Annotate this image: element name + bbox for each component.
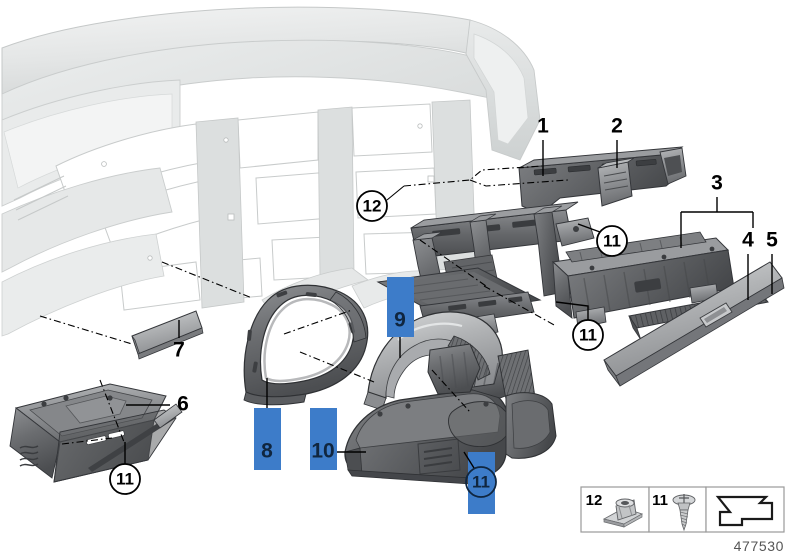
drawing-id-label: 477530 bbox=[734, 538, 784, 554]
callout-label-10: 10 bbox=[311, 440, 334, 463]
callout-label-5: 5 bbox=[766, 229, 778, 252]
leader-11d bbox=[463, 451, 475, 469]
part-3-glovebox-assembly bbox=[551, 231, 735, 329]
leader-ghost-7 bbox=[39, 315, 133, 345]
callout-label-8: 8 bbox=[261, 440, 273, 463]
part-5-glovebox-lid-trim bbox=[603, 261, 785, 387]
callout-label-6: 6 bbox=[177, 393, 189, 416]
leader-12-c bbox=[469, 179, 569, 187]
callout-label-11c: 11 bbox=[116, 469, 134, 488]
callout-label-3: 3 bbox=[711, 172, 723, 195]
callout-circle-11b: 11 bbox=[572, 319, 604, 351]
bent-arrow-icon bbox=[715, 495, 774, 527]
leader-ghost-8 bbox=[161, 261, 253, 299]
part-2-cover-flap bbox=[597, 157, 635, 207]
callout-label-12: 12 bbox=[363, 196, 382, 215]
callout-label-9: 9 bbox=[394, 309, 406, 332]
leader-ghost-10 bbox=[431, 369, 471, 413]
callout-label-1: 1 bbox=[537, 115, 549, 138]
blue-box-10 bbox=[310, 408, 337, 470]
nut-clip-fastener-icon bbox=[602, 498, 644, 528]
part-10-upper-bracket bbox=[427, 343, 481, 395]
screw-icon bbox=[672, 494, 696, 532]
leader-11b bbox=[555, 301, 589, 322]
blue-box-8 bbox=[254, 408, 281, 470]
legend-label-12: 12 bbox=[586, 492, 603, 509]
leader-11c-dash1 bbox=[99, 379, 125, 443]
callout-circle-12: 12 bbox=[356, 190, 388, 222]
callout-label-4: 4 bbox=[742, 229, 754, 252]
callout-circle-11c: 11 bbox=[109, 463, 141, 495]
part-7-trim-strip bbox=[131, 310, 204, 360]
callout-label-2: 2 bbox=[611, 115, 623, 138]
part-8-center-trim-frame bbox=[243, 284, 369, 406]
leader-11a bbox=[577, 223, 601, 233]
callout-circle-11d: 11 bbox=[465, 466, 497, 498]
leader-ghost-1b bbox=[483, 285, 557, 327]
legend-label-11: 11 bbox=[652, 492, 668, 509]
leader-12-b bbox=[403, 165, 543, 187]
part-6-storage-compartment bbox=[9, 383, 183, 483]
callout-circle-11a: 11 bbox=[596, 225, 628, 257]
leader-ghost-8c bbox=[299, 351, 375, 383]
callout-label-11d: 11 bbox=[472, 472, 490, 491]
blue-box-11 bbox=[468, 452, 495, 514]
leader-11c-dash2 bbox=[61, 437, 113, 445]
callout-label-7: 7 bbox=[173, 339, 185, 362]
callout-label-11a: 11 bbox=[603, 231, 621, 250]
leader-ghost-8b bbox=[283, 309, 353, 335]
leader-ghost-1 bbox=[419, 239, 487, 287]
callout-label-11b: 11 bbox=[579, 325, 597, 344]
blue-box-9 bbox=[387, 277, 414, 337]
leader-12-a bbox=[386, 185, 405, 201]
